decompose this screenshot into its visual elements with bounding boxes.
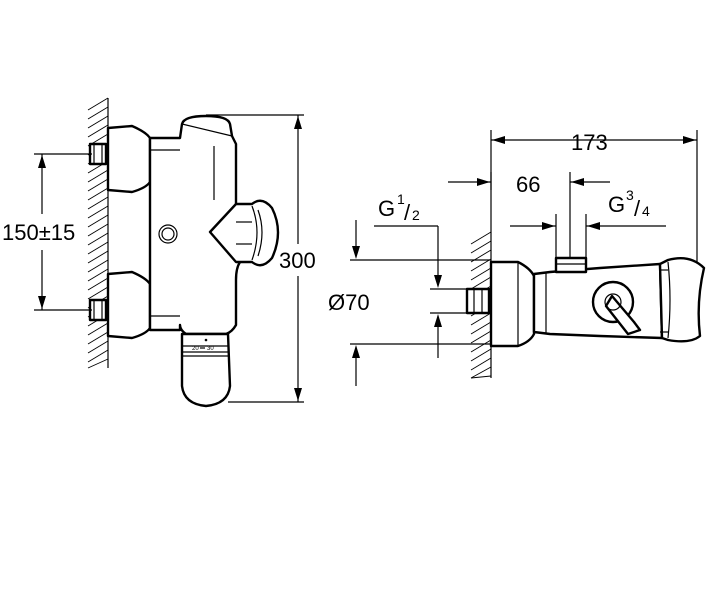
label-outlet-thread: G 3 / 4 xyxy=(608,187,650,221)
dimension-depth xyxy=(490,130,698,262)
wall-hatch-line xyxy=(87,169,109,183)
wall-hatch-line xyxy=(87,115,109,129)
wall-hatch-line xyxy=(470,267,492,281)
wall-hatch-line xyxy=(87,268,109,282)
svg-text:/: / xyxy=(404,200,411,225)
label-depth: 173 xyxy=(571,130,608,155)
label-height: 300 xyxy=(279,248,316,273)
dimension-inlet-spacing xyxy=(34,153,92,311)
wall-hatch-line xyxy=(470,276,492,290)
label-diameter: Ø70 xyxy=(328,290,370,315)
label-inlet-thread: G 1 / 2 xyxy=(378,191,420,225)
outlet-thread-leader xyxy=(510,214,666,258)
upper-inlet-fitting xyxy=(88,124,152,194)
temperature-handle: 20 30 xyxy=(180,332,232,408)
wall-hatch-line xyxy=(87,349,109,363)
wall-hatch-line xyxy=(87,97,109,111)
wall-hatch-line xyxy=(87,322,109,336)
inlet-thread-leader xyxy=(374,225,467,358)
side-body xyxy=(532,256,664,340)
wall-hatch-line xyxy=(87,178,109,192)
wall-hatch-line xyxy=(87,223,109,237)
dimension-height xyxy=(206,114,304,403)
scale-mark-left: 20 xyxy=(192,346,199,352)
wall-hatch-line xyxy=(87,187,109,201)
svg-text:/: / xyxy=(634,196,641,221)
wall-hatch-line xyxy=(87,259,109,273)
wall-hatch-line xyxy=(87,124,109,138)
wall-hatch-line xyxy=(470,240,492,254)
wall-hatch-line xyxy=(87,277,109,291)
dimension-offset xyxy=(448,172,610,258)
svg-text:3: 3 xyxy=(626,187,634,203)
wall-hatch-line xyxy=(87,214,109,228)
wall-left xyxy=(87,97,109,369)
wall-hatch-line xyxy=(87,196,109,210)
wall-hatch-line xyxy=(470,312,492,326)
wall-hatch-line xyxy=(87,106,109,120)
inlet-connector xyxy=(465,287,491,315)
side-handle xyxy=(658,257,706,343)
wall-hatch-line xyxy=(87,232,109,246)
wall-hatch-line xyxy=(470,231,492,245)
wall-hatch-line xyxy=(470,366,492,379)
svg-text:G: G xyxy=(608,192,625,217)
wall-hatch-line xyxy=(87,340,109,354)
scale-mark-right: 30 xyxy=(207,346,214,352)
wall-hatch-line xyxy=(470,339,492,353)
svg-text:1: 1 xyxy=(397,191,405,207)
side-escutcheon xyxy=(489,260,536,348)
front-view: 20 30 150±15 300 xyxy=(2,97,316,408)
wall-hatch-line xyxy=(87,250,109,264)
wall-hatch-line xyxy=(470,258,492,272)
wall-hatch-line xyxy=(87,358,109,369)
label-inlet-spacing: 150±15 xyxy=(2,220,75,245)
label-offset: 66 xyxy=(516,172,540,197)
wall-hatch-line xyxy=(470,321,492,335)
wall-hatch-line xyxy=(470,330,492,344)
wall-hatch-line xyxy=(470,348,492,362)
wall-hatch-line xyxy=(470,357,492,371)
wall-hatch-line xyxy=(87,286,109,300)
svg-text:2: 2 xyxy=(412,207,420,223)
wall-hatch-line xyxy=(87,241,109,255)
svg-text:4: 4 xyxy=(642,203,650,219)
scale-dot xyxy=(204,338,208,342)
side-view: 173 66 G 3 / 4 xyxy=(328,130,706,386)
wall-hatch-line xyxy=(87,205,109,219)
wall-hatch-line xyxy=(87,331,109,345)
flow-control-knob xyxy=(208,199,280,267)
wall-hatch-line xyxy=(470,375,492,379)
dimension-diameter xyxy=(350,220,491,386)
svg-text:G: G xyxy=(378,196,395,221)
